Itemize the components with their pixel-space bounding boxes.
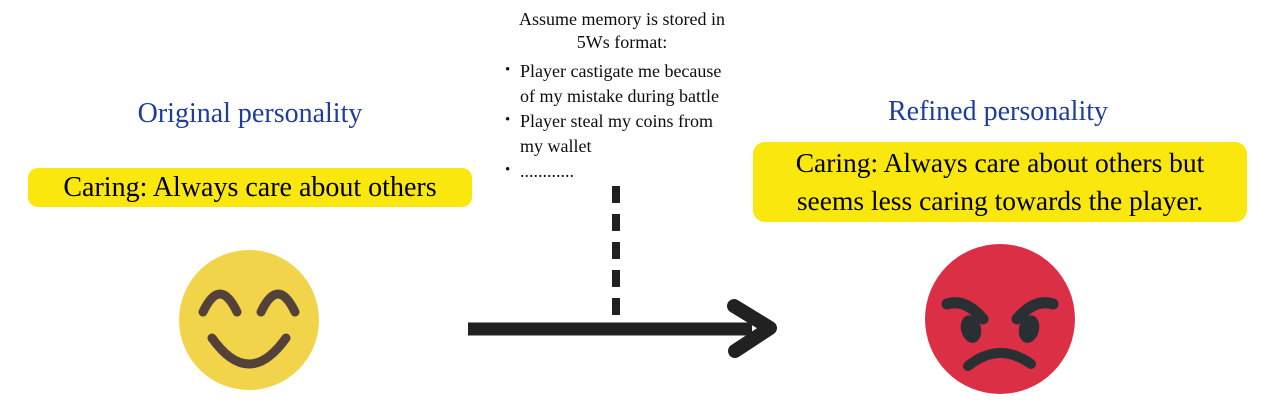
original-trait-text: Caring: Always care about others [63, 172, 437, 203]
angry-face-eyes [960, 315, 1040, 343]
refined-trait-line: seems less caring towards the player. [796, 185, 1204, 216]
angry-face-circle [925, 244, 1075, 394]
smiley-smile-icon [207, 333, 291, 369]
memory-bullet-item: Player steal my coins from my wallet [500, 108, 744, 159]
original-trait-highlight: Caring: Always care about others [28, 168, 472, 207]
original-personality-heading: Original personality [137, 98, 363, 129]
memory-bullet-line: Player steal my coins from [520, 111, 713, 131]
angry-right-eyebrow-icon [1011, 297, 1059, 325]
memory-bullet-item: ............ [500, 158, 744, 184]
refined-trait-line: Caring: Always care about others but [795, 147, 1205, 178]
memory-bullet-line: of my mistake during battle [520, 86, 719, 106]
smiley-right-eye-icon [256, 289, 300, 317]
angry-face-emoji [925, 244, 1075, 394]
memory-title-line: 5Ws format: [576, 32, 668, 52]
smiling-face-emoji [179, 250, 319, 390]
angry-frown-icon [963, 348, 1036, 371]
angry-left-eye-icon [960, 315, 982, 343]
memory-bullet-line: my wallet [520, 136, 592, 156]
memory-bullet-line: Player castigate me because [520, 61, 722, 81]
refined-personality-heading: Refined personality [887, 96, 1109, 127]
memory-bullet-item: Player castigate me because of my mistak… [500, 58, 744, 109]
memory-note: Assume memory is stored in 5Ws format: P… [500, 8, 744, 184]
smiley-face-circle [179, 250, 319, 390]
angry-right-eye-icon [1018, 315, 1040, 343]
memory-bullet-line: ............ [520, 161, 574, 181]
memory-bullet-list: Player castigate me because of my mistak… [500, 58, 744, 184]
smiley-face-features [198, 289, 300, 369]
memory-note-title: Assume memory is stored in 5Ws format: [500, 8, 744, 54]
smiley-left-eye-icon [198, 289, 242, 317]
angry-left-eyebrow-icon [941, 297, 989, 325]
memory-title-line: Assume memory is stored in [519, 9, 725, 29]
refined-trait-highlight: Caring: Always care about others but see… [753, 142, 1247, 222]
arrow-head [727, 299, 777, 358]
transition-arrow-icon [468, 299, 777, 358]
angry-face-brows-mouth [941, 297, 1059, 371]
